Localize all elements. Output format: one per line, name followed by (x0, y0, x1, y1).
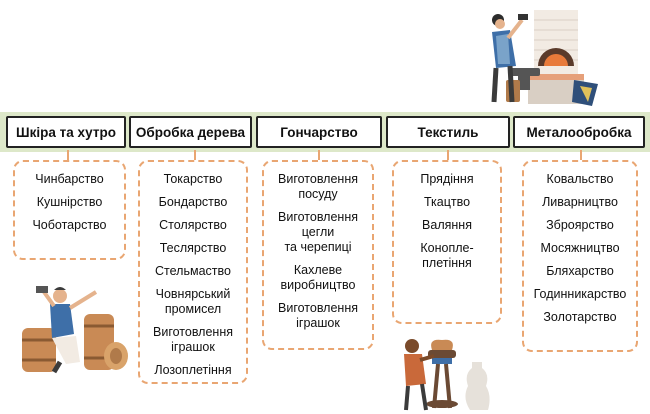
list-item: Теслярство (160, 241, 227, 256)
list-item-line: Чинбарство (35, 172, 104, 186)
header-leather: Шкіра та хутро (6, 116, 126, 148)
list-item-line: Бляхарство (546, 264, 614, 278)
list-item: Мосяжництво (540, 241, 619, 256)
list-item: Золотарство (543, 310, 616, 325)
list-item-line: Ливарництво (542, 195, 618, 209)
list-item-line: Виготовлення (278, 301, 358, 315)
list-item-line: Човнярський (155, 287, 231, 301)
list-item-line: іграшок (171, 340, 215, 354)
list-item-line: Виготовлення (153, 325, 233, 339)
list-item: Кушнірство (37, 195, 103, 210)
list-item: Столярство (159, 218, 227, 233)
header-textile: Текстиль (386, 116, 510, 148)
list-item: Прядіння (420, 172, 473, 187)
list-item-line: Столярство (159, 218, 227, 232)
list-item: Ливарництво (542, 195, 618, 210)
list-item: Зброярство (546, 218, 614, 233)
list-item-line: Золотарство (543, 310, 617, 324)
list-item: Конопле-плетіння (420, 241, 473, 271)
list-item: Ткацтво (424, 195, 470, 210)
list-item: Валяння (422, 218, 472, 233)
list-item: Стельмаство (155, 264, 231, 279)
list-item-line: Валяння (422, 218, 472, 232)
list-item-line: Бондарство (158, 195, 228, 209)
list-item: Чинбарство (35, 172, 103, 187)
connector-textile (447, 150, 449, 160)
list-item-line: Годинникарство (533, 287, 627, 301)
list-item-line: Конопле- (420, 241, 474, 255)
connector-metal (580, 150, 582, 160)
connector-pottery (318, 150, 320, 160)
list-item-line: Мосяжництво (540, 241, 620, 255)
list-item-line: Лозоплетіння (154, 363, 232, 377)
blacksmith-illustration (491, 10, 598, 106)
list-item-line: Теслярство (159, 241, 227, 255)
connector-leather (67, 150, 69, 160)
list-item: Токарство (164, 172, 223, 187)
list-item-line: плетіння (422, 256, 472, 270)
list-item: Бляхарство (546, 264, 614, 279)
list-item-line: Стельмаство (155, 264, 231, 278)
list-item: Чоботарство (32, 218, 106, 233)
list-item-line: посуду (298, 187, 338, 201)
list-item-line: та черепиці (284, 240, 352, 254)
list-item-line: Виготовлення (278, 210, 358, 224)
header-pottery: Гончарство (256, 116, 382, 148)
list-item: Бондарство (159, 195, 228, 210)
list-item-line: іграшок (296, 316, 340, 330)
list-item-line: Кушнірство (36, 195, 103, 209)
list-item-line: Зброярство (546, 218, 614, 232)
connector-wood (194, 150, 196, 160)
list-item-line: Виготовлення (278, 172, 358, 186)
header-wood: Обробка дерева (129, 116, 252, 148)
list-item-line: Кахлеве (293, 263, 343, 277)
list-item-line: промисел (164, 302, 222, 316)
header-metal: Металообробка (513, 116, 645, 148)
list-item-line: Прядіння (420, 172, 474, 186)
potter-illustration (404, 339, 490, 411)
list-item-line: Ткацтво (423, 195, 471, 209)
list-item: Лозоплетіння (154, 363, 231, 378)
list-item-line: Ковальство (546, 172, 614, 186)
list-item: Годинникарство (534, 287, 627, 302)
list-item: Ковальство (547, 172, 614, 187)
list-item-line: Чоботарство (32, 218, 107, 232)
cooper-illustration (22, 286, 128, 374)
list-item-line: Токарство (163, 172, 223, 186)
list-item-line: виробництво (280, 278, 356, 292)
list-item-line: цегли (301, 225, 335, 239)
